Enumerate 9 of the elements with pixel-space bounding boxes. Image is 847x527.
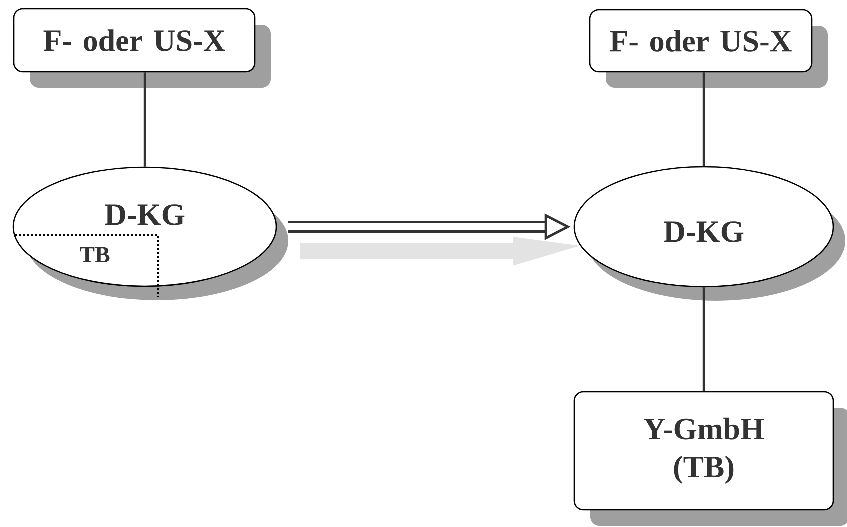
hollow-arrow xyxy=(288,214,580,266)
entity-box: F- oder US-X xyxy=(589,9,828,88)
entity-box: F- oder US-X xyxy=(13,8,271,88)
dotted-area: TB xyxy=(16,234,159,297)
connector-line xyxy=(702,288,706,392)
connector-line xyxy=(144,72,146,167)
connector-line xyxy=(702,72,706,166)
node-label: D-KG xyxy=(664,222,744,242)
entity-box: Y-GmbH (TB) xyxy=(574,391,847,526)
